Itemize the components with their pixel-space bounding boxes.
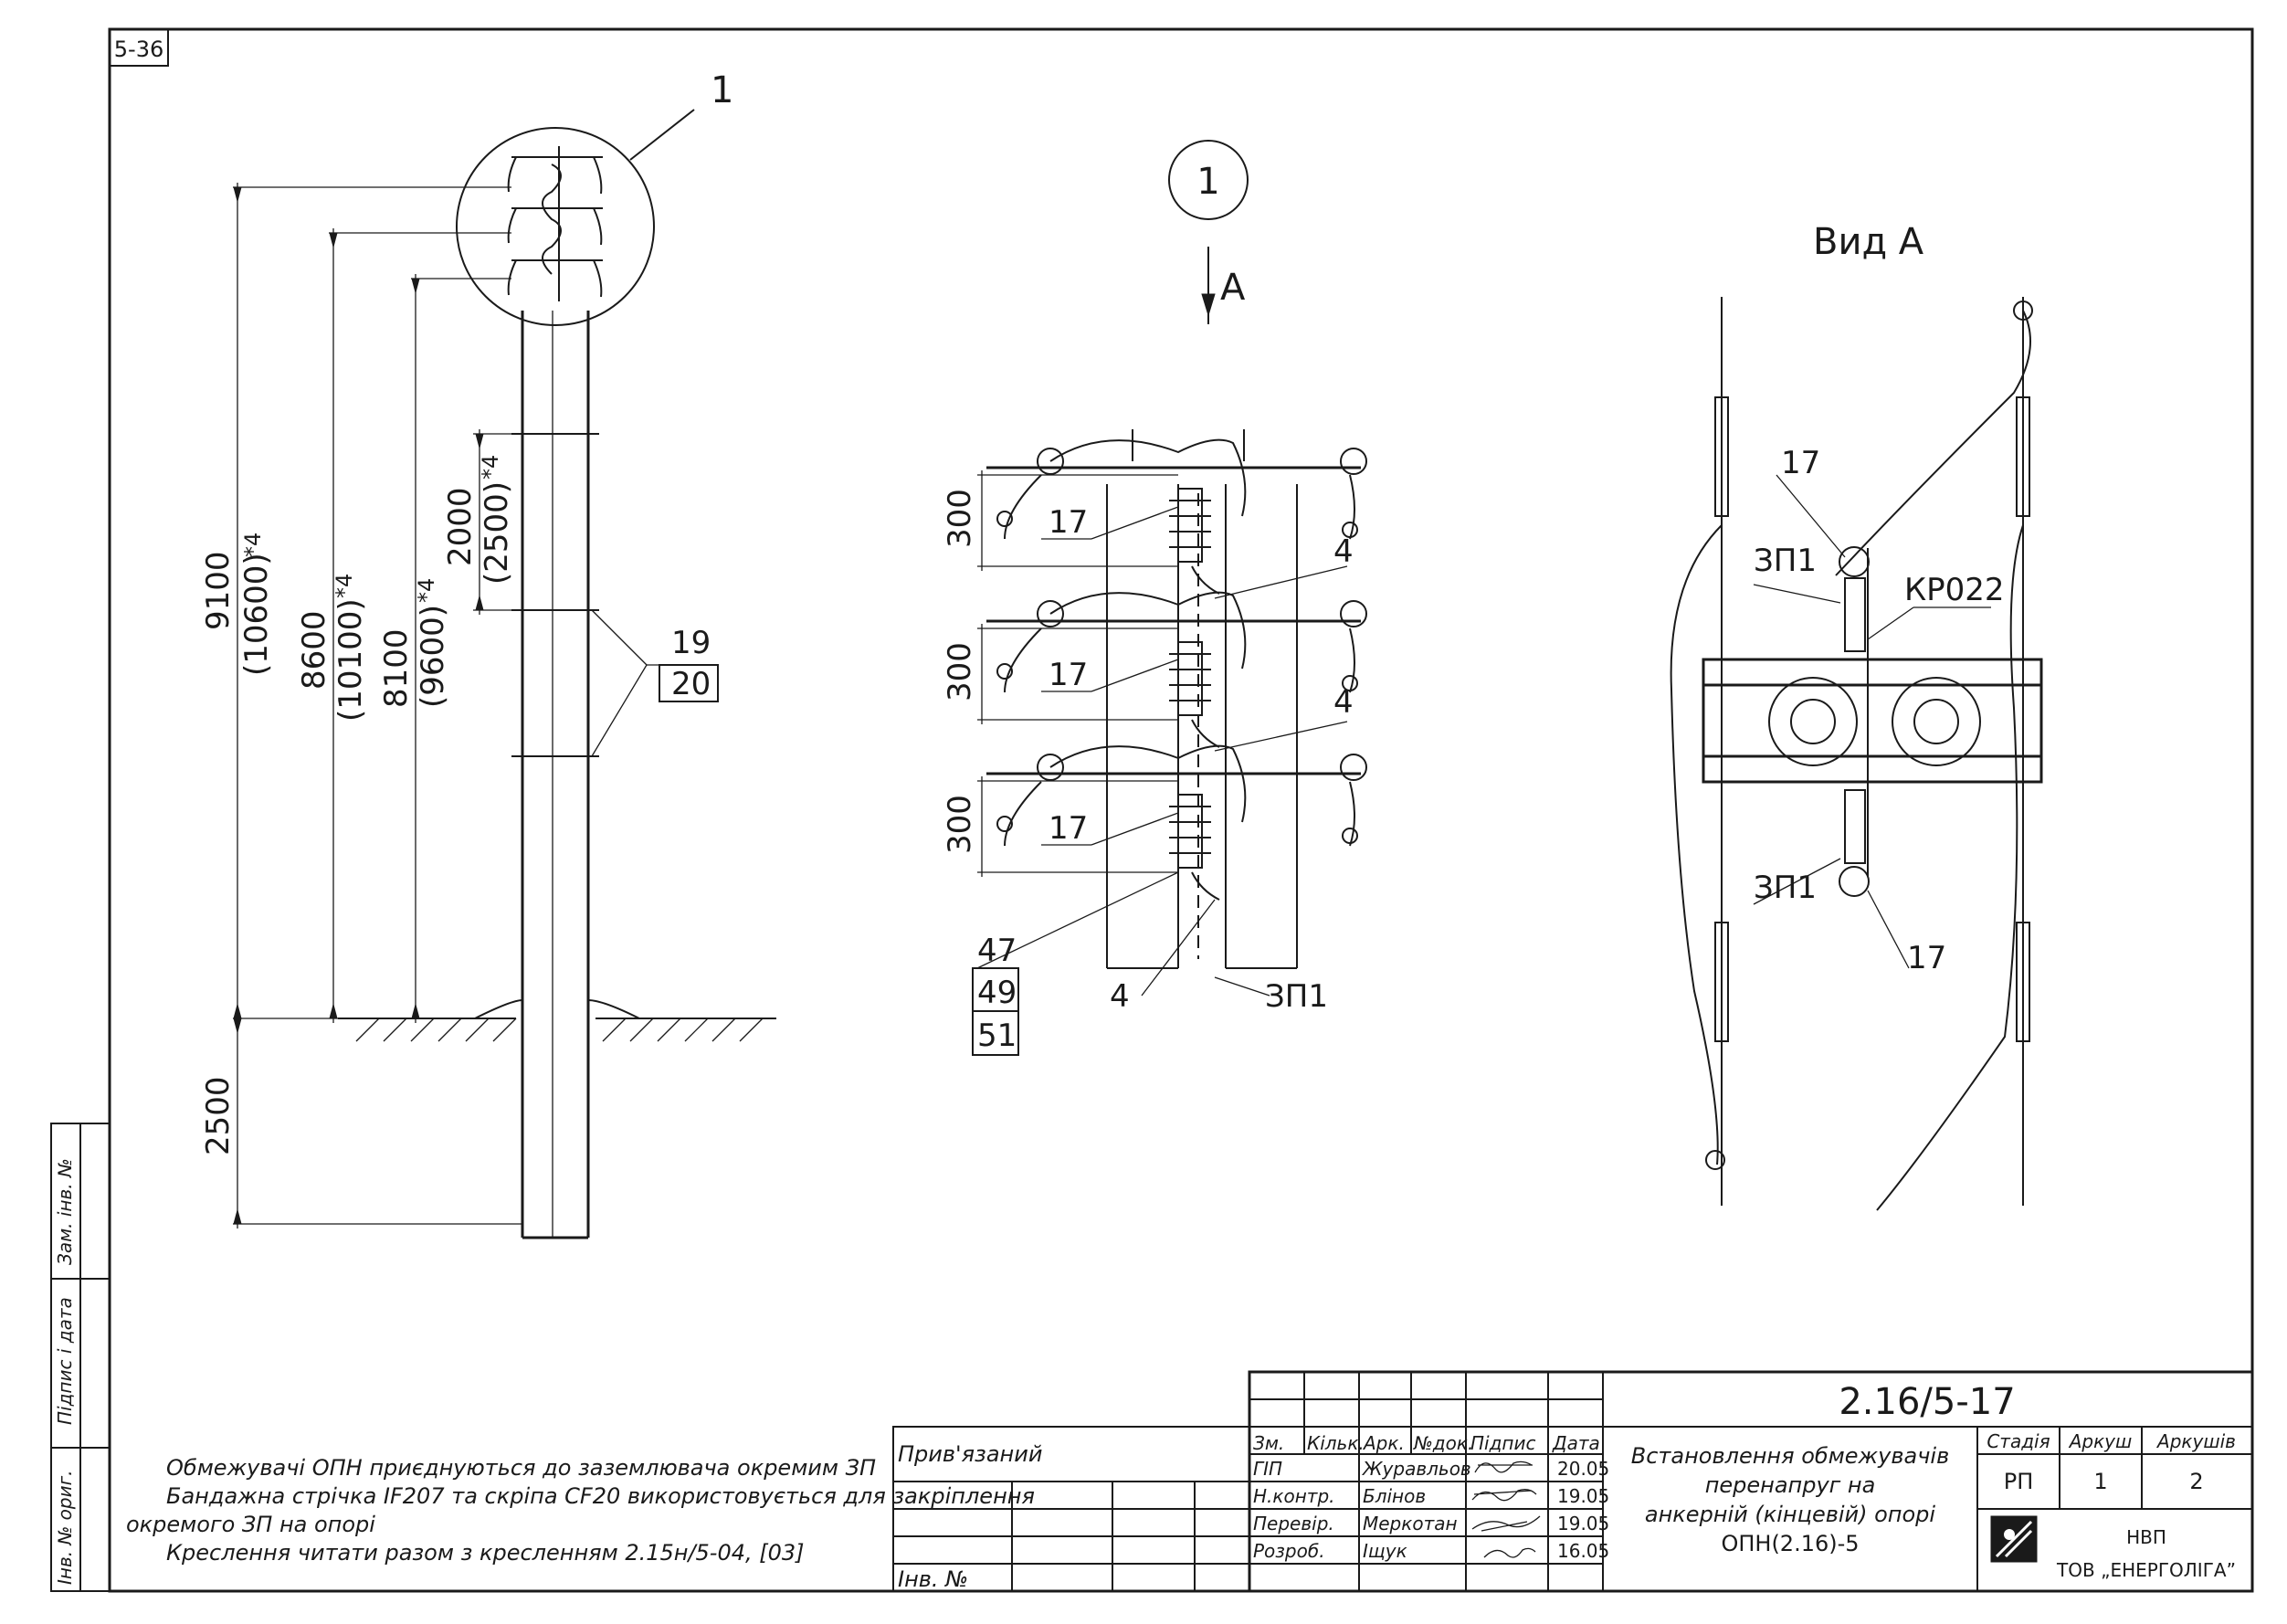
dim-300-top: 300 [942,489,978,548]
note-mark-9100: *4 [240,533,266,557]
drawing-frame: 5-36 [108,27,2254,1593]
name-gip: Журавльов [1361,1458,1471,1480]
left-stamp-strip: Інв. № ориг. Підпис і дата Зам. інв. № [50,1123,111,1592]
dim-2000: 2000 [442,487,479,566]
detail-1-view: 1 А [942,140,1367,1056]
view-a-pos-17-bottom: 17 [1907,940,1946,976]
role-rozrob: Розроб. [1253,1540,1325,1562]
hdr-pidpis: Підпис [1470,1432,1536,1454]
role-pereviр: Перевір. [1253,1513,1334,1534]
notes: Обмежувачі ОПН приєднуються до заземлюва… [126,1455,1035,1566]
dim-2500-bracket: (2500) [479,481,515,585]
detail-pos-zp1: ЗП1 [1265,978,1328,1015]
note-line-3: окремого ЗП на опорі [126,1512,375,1537]
title-line-1: Встановлення обмежувачів [1631,1443,1949,1469]
hdr-zm: Зм. [1253,1432,1284,1454]
detail-number: 1 [1196,161,1219,203]
view-arrow-label: А [1220,267,1246,309]
pole-elevation-view: 1 9100 (10600) [200,69,776,1239]
note-line-4: Креслення читати разом з кресленням 2.15… [166,1540,805,1566]
view-a-pos-kr022: КР022 [1904,572,2005,608]
sheets-header: Аркушів [2155,1430,2236,1452]
date-pereviр: 19.05 [1557,1513,1609,1534]
view-a-pos-zp1-bottom: ЗП1 [1754,870,1817,906]
inv-no-label: Інв. № [898,1566,968,1592]
detail-pos-17-bottom: 17 [1049,810,1088,847]
hdr-kilk: Кільк. [1307,1432,1365,1454]
pos-20: 20 [671,666,711,702]
note-line-1: Обмежувачі ОПН приєднуються до заземлюва… [166,1455,876,1481]
note-line-2: Бандажна стрічка IF207 та скріпа CF20 ви… [166,1483,1035,1509]
dim-10100: (10100) [332,598,369,722]
view-a-title: Вид А [1813,221,1924,263]
sheet-header: Аркуш [2068,1430,2133,1452]
title-line-4: ОПН(2.16)-5 [1721,1531,1859,1556]
name-rozrob: Іщук [1363,1540,1407,1562]
dim-8600: 8600 [296,610,332,690]
note-mark-8100: *4 [414,578,439,603]
dim-300-middle: 300 [942,642,978,701]
stage-header: Стадія [1987,1430,2050,1452]
dim-300-bottom: 300 [942,795,978,854]
name-nkontr: Блінов [1363,1485,1426,1507]
role-nkontr: Н.контр. [1253,1485,1335,1507]
detail-pos-47: 47 [977,933,1017,969]
sheets-value: 2 [2189,1469,2203,1494]
company-logo [1990,1515,2038,1563]
title-line-2: перенапруг на [1705,1472,1876,1498]
date-gip: 20.05 [1557,1458,1609,1480]
strip-inv-orig: Інв. № ориг. [54,1471,76,1585]
strip-replaced-inv: Зам. інв. № [54,1158,76,1265]
hdr-ndok: №док. [1413,1432,1473,1454]
dim-2500: 2500 [200,1076,237,1155]
note-mark-2000: *4 [478,455,503,480]
hdr-data: Дата [1552,1432,1600,1454]
sheet-value: 1 [2093,1469,2107,1494]
strip-signature-date: Підпис і дата [54,1297,76,1425]
stage-value: РП [2004,1469,2034,1494]
signatures [1471,1461,1541,1558]
detail-pos-4-bottom: 4 [1110,978,1130,1015]
title-line-3: анкерній (кінцевій) опорі [1645,1502,1935,1527]
role-gip: ГІП [1253,1458,1282,1480]
title-block: Прив'язаний Інв. № Зм. Кільк. Арк. №док.… [892,1370,2254,1593]
dim-9100: 9100 [200,551,237,630]
name-pereviр: Меркотан [1363,1513,1458,1534]
pole-callout-label: 1 [711,69,733,111]
detail-pos-51: 51 [977,1018,1017,1054]
detail-pos-4-top: 4 [1333,533,1354,570]
privyazaniy-label: Прив'язаний [898,1441,1042,1467]
sheet-code: 5-36 [114,37,163,62]
note-mark-8600: *4 [332,574,357,598]
detail-pos-17-middle: 17 [1049,657,1088,693]
view-a: Вид А [1670,221,2043,1211]
dim-9600: (9600) [415,605,451,708]
hdr-ark: Арк. [1362,1432,1405,1454]
dim-8100: 8100 [378,628,415,708]
org-line-2: ТОВ „ЕНЕРГОЛІГА” [2056,1559,2236,1581]
date-rozrob: 16.05 [1557,1540,1609,1562]
detail-pos-49: 49 [977,975,1017,1011]
detail-pos-17-top: 17 [1049,504,1088,541]
dim-10600: (10600) [238,553,275,676]
view-a-pos-zp1-top: ЗП1 [1754,543,1817,579]
view-a-pos-17-top: 17 [1781,445,1820,481]
pos-19: 19 [671,625,711,661]
detail-pos-4-middle: 4 [1333,684,1354,721]
org-line-1: НВП [2126,1526,2166,1548]
doc-number: 2.16/5-17 [1839,1381,2015,1423]
date-nkontr: 19.05 [1557,1485,1609,1507]
